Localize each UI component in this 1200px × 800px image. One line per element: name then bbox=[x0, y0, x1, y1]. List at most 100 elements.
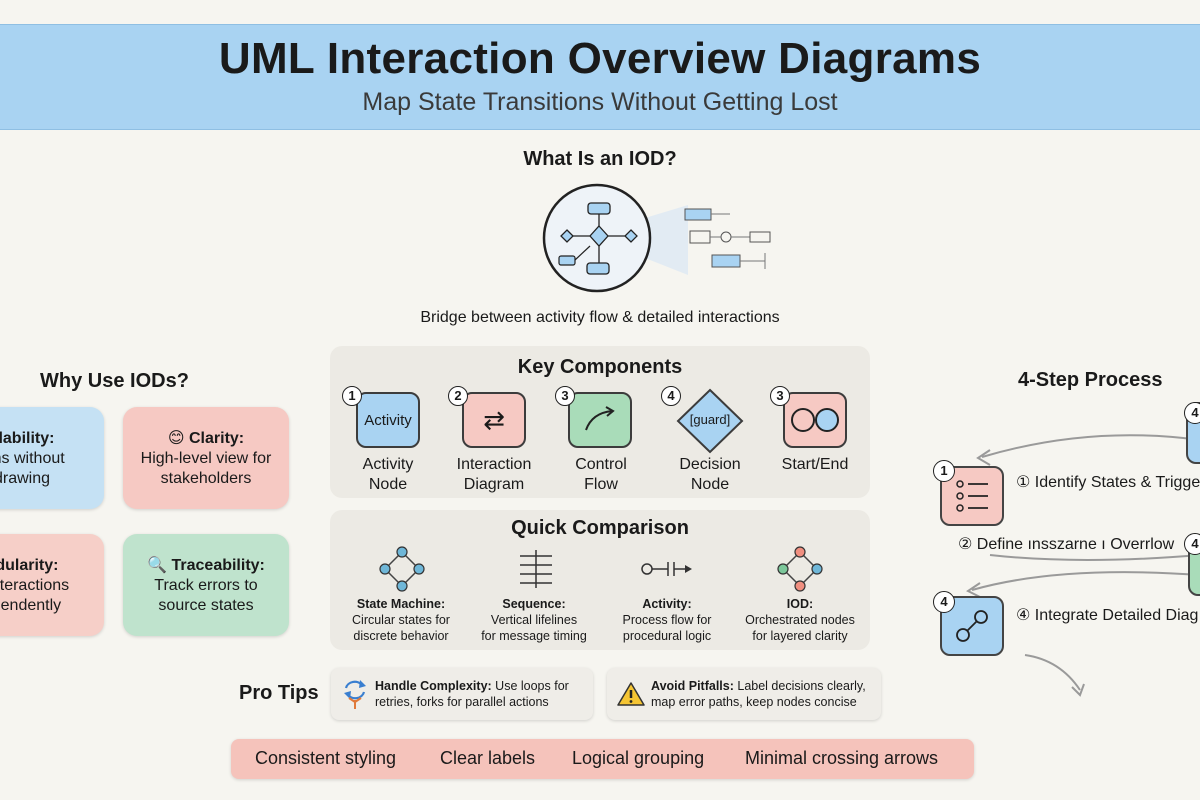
guard-label: [guard] bbox=[689, 412, 731, 427]
activity-node-tile: Activity bbox=[356, 392, 420, 448]
swap-arrows-icon: ⇄ bbox=[483, 404, 505, 435]
why-card-title: Clarity: bbox=[189, 430, 245, 447]
comparison-title: Activity: bbox=[642, 597, 692, 611]
why-card-clarity: 😊 Clarity: High-level view for stakehold… bbox=[123, 407, 289, 509]
activity-node-text: Activity bbox=[364, 411, 412, 429]
comparison-text: discrete behavior bbox=[353, 629, 449, 643]
sequence-lifelines-icon bbox=[520, 550, 552, 588]
start-end-circles-icon bbox=[791, 408, 839, 432]
practice-consistent-styling: Consistent styling bbox=[255, 748, 397, 768]
connected-nodes-icon bbox=[956, 610, 988, 642]
component-label-line: Activity bbox=[362, 456, 414, 473]
comparison-text: for message timing bbox=[481, 629, 587, 643]
tip-avoid-pitfalls: Avoid Pitfalls: Label decisions clearly,… bbox=[607, 668, 881, 720]
page-subtitle: Map State Transitions Without Getting Lo… bbox=[362, 88, 838, 116]
component-label-line: Decision bbox=[679, 456, 741, 473]
component-label-line: Start/End bbox=[781, 456, 849, 473]
tip-title: Avoid Pitfalls: bbox=[651, 679, 734, 693]
why-card-modularity: odularity: y interactions ependently bbox=[0, 534, 104, 636]
component-number-badge: 1 bbox=[342, 386, 362, 406]
tip-text: Use loops for retries, forks for paralle… bbox=[375, 679, 569, 709]
component-label-line: Control bbox=[575, 456, 627, 473]
why-card-scalability: alability: aths without drawing bbox=[0, 407, 104, 509]
component-label-line: Flow bbox=[584, 476, 618, 493]
pro-tips-heading: Pro Tips bbox=[239, 682, 319, 704]
page-title: UML Interaction Overview Diagrams bbox=[218, 34, 982, 83]
comparison-title: IOD: bbox=[786, 597, 814, 611]
comparison-text: for layered clarity bbox=[752, 629, 848, 643]
step-number-badge: 4 bbox=[1184, 533, 1200, 555]
comparison-title: State Machine: bbox=[356, 597, 446, 611]
comparison-iod: IOD: Orchestrated nodes for layered clar… bbox=[735, 596, 865, 644]
activity-flow-icon bbox=[641, 562, 692, 576]
why-card-traceability: 🔍 Traceability: Track errors to source s… bbox=[123, 534, 289, 636]
why-card-text: Track errors to bbox=[154, 577, 258, 594]
iod-nodes-icon bbox=[777, 546, 823, 592]
why-card-title: odularity: bbox=[0, 557, 59, 574]
process-arrows bbox=[966, 434, 1200, 697]
comparison-text: Vertical lifelines bbox=[490, 613, 578, 627]
step-4-label: ④ Integrate Detailed Diag bbox=[1016, 607, 1199, 624]
why-card-title-row: 🔍 Traceability: bbox=[123, 556, 289, 576]
practice-logical-grouping: Logical grouping bbox=[572, 748, 705, 768]
step-number-badge: 4 bbox=[1184, 402, 1200, 424]
smile-icon: 😊 bbox=[167, 430, 185, 447]
what-is-iod-heading: What Is an IOD? bbox=[523, 148, 677, 170]
loop-fork-icon bbox=[344, 680, 366, 709]
why-card-title: Traceability: bbox=[171, 557, 265, 574]
tip-handle-complexity: Handle Complexity: Use loops for retries… bbox=[331, 668, 593, 720]
step-number-badge: 1 bbox=[933, 460, 955, 482]
tip-title: Handle Complexity: bbox=[375, 679, 492, 693]
step-2-label: ② Define ınsszarne ı Overrlow bbox=[958, 536, 1175, 553]
process-heading: 4-Step Process bbox=[1018, 369, 1163, 391]
comparison-text: Circular states for bbox=[352, 613, 450, 627]
practice-clear-labels: Clear labels bbox=[440, 748, 536, 768]
decision-node-diamond bbox=[676, 388, 744, 454]
why-card-text: stakeholders bbox=[160, 470, 252, 487]
best-practices-bar bbox=[231, 739, 974, 779]
component-number-badge: 2 bbox=[448, 386, 468, 406]
tip-text: Label decisions clearly, map error paths… bbox=[651, 679, 866, 709]
magnifier-icon: 🔍 bbox=[147, 557, 168, 574]
warning-icon bbox=[617, 682, 645, 706]
why-card-text: y interactions bbox=[0, 577, 70, 594]
component-label-line: Node bbox=[368, 476, 408, 493]
component-label-line: Node bbox=[690, 476, 730, 493]
why-card-title: alability: bbox=[0, 430, 55, 447]
state-machine-icon bbox=[379, 546, 425, 592]
comparison-text: Process flow for bbox=[622, 613, 712, 627]
component-label-line: Interaction bbox=[456, 456, 532, 473]
practice-minimal-crossing: Minimal crossing arrows bbox=[745, 748, 939, 768]
why-card-text: aths without bbox=[0, 450, 65, 467]
interaction-diagram-tile: ⇄ bbox=[462, 392, 526, 448]
why-card-text: High-level view for bbox=[140, 450, 272, 467]
step-1-label: ① Identify States & Trigge bbox=[1016, 474, 1200, 491]
why-card-text: ependently bbox=[0, 597, 62, 614]
quick-comparison-panel bbox=[330, 510, 870, 650]
component-label-line: Diagram bbox=[463, 476, 525, 493]
comparison-title: Sequence: bbox=[502, 597, 566, 611]
start-end-tile bbox=[783, 392, 847, 448]
comparison-text: procedural logic bbox=[622, 629, 712, 643]
comparison-text: Orchestrated nodes bbox=[745, 613, 855, 627]
comparison-activity: Activity: Process flow for procedural lo… bbox=[602, 596, 732, 644]
iod-magnifier-illustration bbox=[542, 183, 771, 293]
header-banner bbox=[0, 24, 1200, 130]
comparison-state-machine: State Machine: Circular states for discr… bbox=[336, 596, 466, 644]
control-flow-tile bbox=[568, 392, 632, 448]
why-card-title-row: 😊 Clarity: bbox=[123, 429, 289, 449]
key-components-heading: Key Components bbox=[517, 356, 683, 378]
iod-caption: Bridge between activity flow & detailed … bbox=[420, 309, 780, 326]
component-number-badge: 4 bbox=[661, 386, 681, 406]
comparison-sequence: Sequence: Vertical lifelines for message… bbox=[469, 596, 599, 644]
component-label: Start/End bbox=[760, 455, 870, 475]
checklist-icon bbox=[956, 480, 988, 512]
why-card-text: source states bbox=[158, 597, 254, 614]
step-number-badge: 4 bbox=[933, 591, 955, 613]
why-use-heading: Why Use IODs? bbox=[40, 370, 189, 392]
component-number-badge: 3 bbox=[770, 386, 790, 406]
